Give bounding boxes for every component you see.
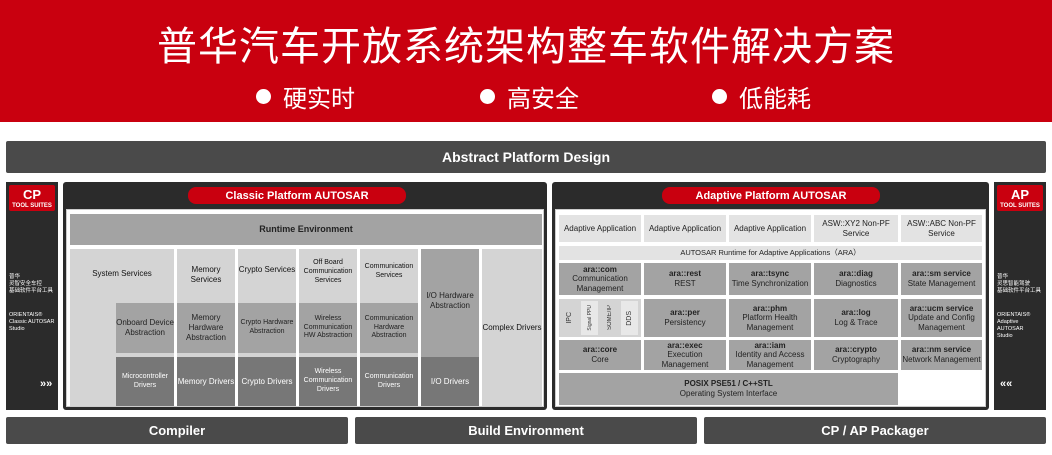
- asw-xy2-service: ASW::XY2 Non-PF Service: [814, 215, 898, 242]
- packager-bar: CP / AP Packager: [704, 417, 1046, 444]
- protocol-ipc: IPC: [566, 312, 573, 324]
- compiler-bar: Compiler: [6, 417, 348, 444]
- feature-bullet-1: 硬实时: [256, 80, 355, 113]
- onboard-device-abstraction: Onboard Device Abstraction: [116, 303, 174, 353]
- crypto-hardware-abstraction: Crypto Hardware Abstraction: [238, 303, 296, 353]
- classic-platform-title: Classic Platform AUTOSAR: [188, 187, 406, 204]
- ap-suite-text-cn: 普华灵思智能驾驶基础软件平台工具: [997, 274, 1042, 294]
- memory-hardware-abstraction: Memory Hardware Abstraction: [177, 303, 235, 353]
- ara-runtime-bar: AUTOSAR Runtime for Adaptive Application…: [559, 246, 982, 260]
- communication-drivers: Communication Drivers: [360, 357, 418, 406]
- crypto-drivers: Crypto Drivers: [238, 357, 296, 406]
- title-banner: [0, 0, 1052, 122]
- classic-runtime-environment: Runtime Environment: [70, 214, 542, 245]
- communication-hardware-abstraction: Communication Hardware Abstraction: [360, 303, 418, 353]
- protocol-signal-ppu: Signal PPU: [581, 301, 598, 335]
- adaptive-platform-title: Adaptive Platform AUTOSAR: [662, 187, 880, 204]
- memory-drivers: Memory Drivers: [177, 357, 235, 406]
- protocol-dds: DDS: [621, 301, 638, 335]
- protocol-someip: SOME/IP: [606, 305, 613, 331]
- chevron-right-icon: »»: [40, 378, 53, 390]
- abstract-platform-design-bar: Abstract Platform Design: [6, 141, 1046, 173]
- adaptive-application-1: Adaptive Application: [559, 215, 641, 242]
- protocol-stack-block: IPC Signal PPU SOME/IP DDS: [559, 299, 641, 337]
- bullet-dot-icon: [480, 88, 495, 104]
- adaptive-application-3: Adaptive Application: [729, 215, 811, 242]
- wireless-communication-drivers: Wireless Communication Drivers: [299, 357, 357, 406]
- complex-drivers: Complex Drivers: [482, 249, 542, 406]
- chevron-left-icon: ««: [1000, 378, 1013, 390]
- asw-abc-service: ASW::ABC Non-PF Service: [901, 215, 982, 242]
- io-drivers: I/O Drivers: [421, 357, 479, 406]
- build-environment-bar: Build Environment: [355, 417, 697, 444]
- wireless-communication-hw-abstraction: Wireless Communication HW Abstraction: [299, 303, 357, 353]
- adaptive-application-2: Adaptive Application: [644, 215, 726, 242]
- feature-bullet-2: 高安全: [480, 80, 579, 113]
- bullet-dot-icon: [712, 88, 727, 104]
- page-title: 普华汽车开放系统架构整车软件解决方案: [157, 24, 895, 70]
- microcontroller-drivers: Microcontroller Drivers: [116, 357, 174, 406]
- cp-suite-text-cn: 普华灵智安全车控基础软件平台工具: [9, 274, 54, 294]
- feature-bullet-3: 低能耗: [712, 80, 811, 113]
- bullet-dot-icon: [256, 88, 271, 104]
